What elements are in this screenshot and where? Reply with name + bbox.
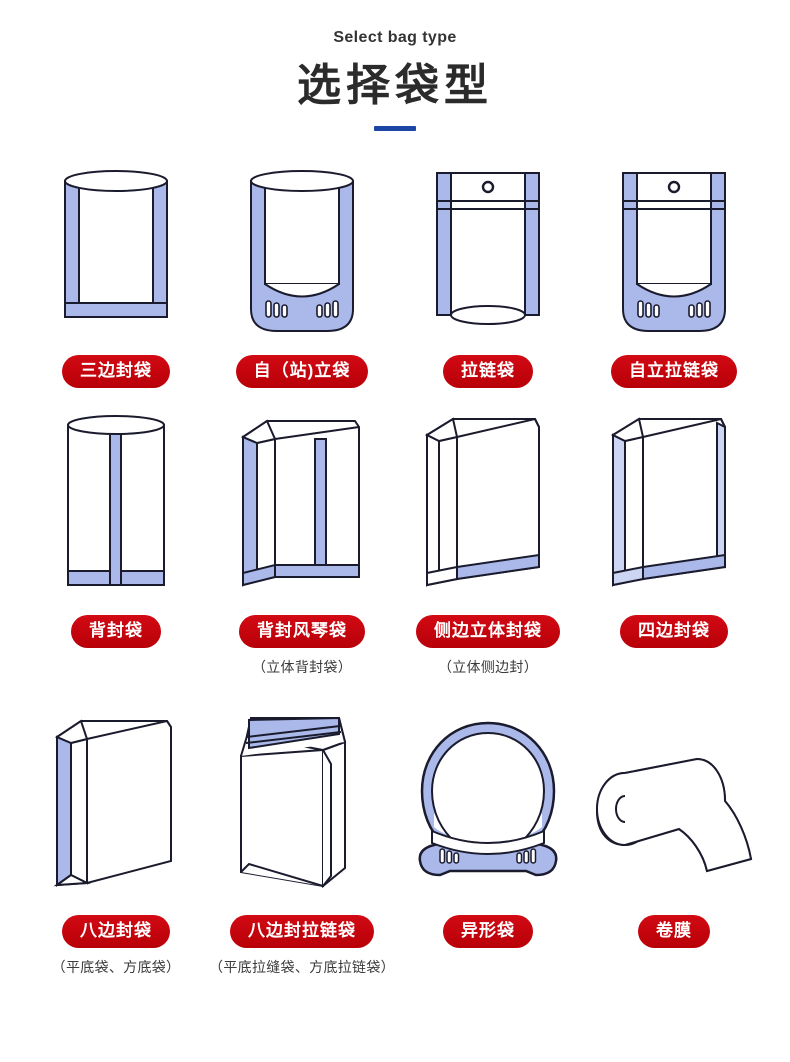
bag-type-row: 八边封袋 （平底袋、方底袋） (0, 699, 790, 999)
bag-label-badge[interactable]: 拉链袋 (443, 355, 533, 388)
bag-type-grid: 三边封袋 (0, 149, 790, 999)
page-eyebrow: Select bag type (333, 29, 457, 46)
roll-film-icon (586, 699, 762, 899)
shaped-pouch-icon (400, 699, 576, 899)
bag-label-badge[interactable]: 自立拉链袋 (611, 355, 737, 388)
bag-card-back-seal[interactable]: 背封袋 (28, 399, 204, 699)
bag-card-roll-film[interactable]: 卷膜 (586, 699, 762, 999)
title-accent-rule (374, 126, 416, 131)
bag-label-badge[interactable]: 异形袋 (443, 915, 533, 948)
bag-card-four-side-seal[interactable]: 四边封袋 (586, 399, 762, 699)
bag-type-row: 三边封袋 (0, 149, 790, 399)
bag-subcaption: （平底拉缝袋、方底拉链袋） (209, 958, 395, 975)
page-title: 选择袋型 (297, 61, 493, 110)
bag-label-badge[interactable]: 自（站)立袋 (235, 355, 369, 388)
bag-card-eight-side-seal-zipper[interactable]: 八边封拉链袋 （平底拉缝袋、方底拉链袋） (209, 699, 395, 999)
side-gusset-bag-icon (400, 399, 576, 599)
stand-up-pouch-icon (214, 149, 390, 339)
page-header: Select bag type 选择袋型 (0, 0, 790, 131)
bag-label-badge[interactable]: 背封风琴袋 (239, 615, 365, 648)
back-seal-gusset-bag-icon (214, 399, 390, 599)
bag-label-badge[interactable]: 四边封袋 (620, 615, 728, 648)
back-seal-bag-icon (28, 399, 204, 599)
bag-type-row: 背封袋 背封风琴袋 (0, 399, 790, 699)
bag-card-back-seal-gusset[interactable]: 背封风琴袋 （立体背封袋） (214, 399, 390, 699)
bag-label-badge[interactable]: 卷膜 (638, 915, 710, 948)
bag-subcaption: （立体背封袋） (251, 658, 353, 675)
bag-card-eight-side-seal[interactable]: 八边封袋 （平底袋、方底袋） (28, 699, 204, 999)
four-side-seal-bag-icon (586, 399, 762, 599)
zipper-bag-icon (400, 149, 576, 339)
bag-label-badge[interactable]: 八边封拉链袋 (230, 915, 374, 948)
eight-side-seal-bag-icon (28, 699, 204, 899)
bag-card-side-gusset[interactable]: 侧边立体封袋 （立体侧边封） (400, 399, 576, 699)
bag-card-stand-up-pouch[interactable]: 自（站)立袋 (214, 149, 390, 399)
bag-card-three-side-seal[interactable]: 三边封袋 (28, 149, 204, 399)
stand-up-zipper-pouch-icon (586, 149, 762, 339)
three-side-seal-bag-icon (28, 149, 204, 339)
bag-card-shaped-pouch[interactable]: 异形袋 (400, 699, 576, 999)
bag-label-badge[interactable]: 背封袋 (71, 615, 161, 648)
eight-side-seal-zipper-bag-icon (214, 699, 390, 899)
bag-label-badge[interactable]: 三边封袋 (62, 355, 170, 388)
bag-subcaption: （平底袋、方底袋） (51, 958, 181, 975)
bag-label-badge[interactable]: 侧边立体封袋 (416, 615, 560, 648)
bag-subcaption: （立体侧边封） (437, 658, 539, 675)
bag-label-badge[interactable]: 八边封袋 (62, 915, 170, 948)
bag-card-zipper[interactable]: 拉链袋 (400, 149, 576, 399)
bag-card-stand-up-zipper[interactable]: 自立拉链袋 (586, 149, 762, 399)
